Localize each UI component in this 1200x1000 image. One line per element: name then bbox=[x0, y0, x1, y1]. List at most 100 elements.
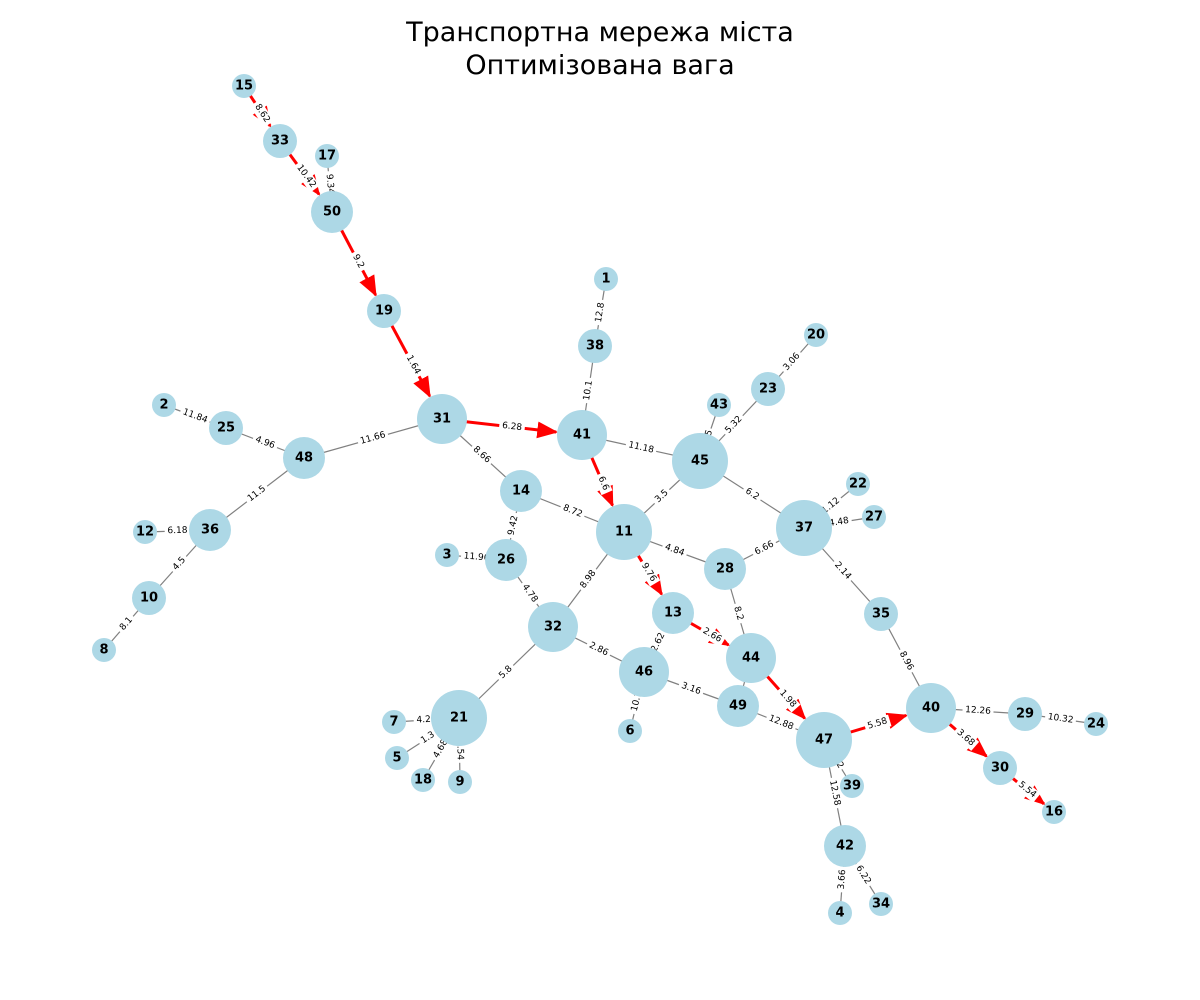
edge-weight-text: 6.18 bbox=[167, 526, 188, 537]
node-circle bbox=[557, 410, 607, 460]
edge-weight-label: 8.72 bbox=[558, 501, 587, 522]
edge-label-background bbox=[250, 432, 280, 454]
edge-label-background bbox=[650, 485, 674, 508]
node-circle bbox=[528, 602, 578, 652]
graph-node: 48 bbox=[283, 437, 325, 479]
edge-weight-label: 11.5 bbox=[243, 481, 271, 507]
edge-label-background bbox=[863, 714, 892, 734]
node-label: 48 bbox=[295, 451, 313, 466]
edge-label-background bbox=[164, 524, 191, 538]
node-circle bbox=[619, 647, 669, 697]
edge-label-background bbox=[494, 661, 518, 684]
node-circle bbox=[594, 267, 618, 291]
node-label: 33 bbox=[271, 134, 289, 149]
graph-node: 20 bbox=[804, 323, 828, 347]
edge-label-background bbox=[676, 679, 706, 699]
graph-node: 29 bbox=[1008, 697, 1042, 731]
node-circle bbox=[133, 520, 157, 544]
edge-weight-label: 6.28 bbox=[498, 419, 526, 435]
edge-weight-label: 8.2 bbox=[729, 602, 747, 625]
node-label: 44 bbox=[742, 651, 760, 666]
graph-node: 32 bbox=[528, 602, 578, 652]
edge-label-background bbox=[576, 565, 601, 594]
edge-label-background bbox=[467, 441, 496, 469]
edge-weight-text: 10.1 bbox=[582, 380, 595, 401]
node-circle bbox=[500, 470, 542, 512]
node-circle bbox=[311, 191, 353, 233]
edge-label-background bbox=[1013, 777, 1041, 803]
edge-weight-label: 4.78 bbox=[517, 579, 542, 608]
node-circle bbox=[411, 768, 435, 792]
edge-weight-label: 6.18 bbox=[164, 524, 191, 538]
edge-weight-label: 9.42 bbox=[504, 511, 523, 540]
node-label: 25 bbox=[217, 421, 235, 436]
graph-node: 13 bbox=[652, 592, 694, 634]
edge-weight-text: 12.26 bbox=[965, 705, 992, 717]
node-label: 7 bbox=[389, 715, 398, 730]
edge-weight-text: 5 bbox=[704, 429, 715, 438]
node-label: 13 bbox=[664, 606, 682, 621]
edge-label-background bbox=[243, 481, 271, 507]
node-label: 36 bbox=[201, 523, 219, 538]
edge-weight-label: 11.96 bbox=[460, 550, 493, 565]
edge-weight-text: 9.34 bbox=[324, 174, 336, 195]
node-label: 19 bbox=[375, 304, 393, 319]
node-circle bbox=[796, 712, 852, 768]
edge-weight-label: 9.76 bbox=[636, 558, 661, 587]
edge-label-background bbox=[401, 350, 425, 380]
edge-weight-label: 10.32 bbox=[1044, 710, 1077, 728]
edge-label-background bbox=[825, 514, 853, 531]
edge-label-background bbox=[416, 727, 440, 749]
edge-weight-label: 11.84 bbox=[178, 405, 212, 428]
edge-weight-text: 10.32 bbox=[1047, 712, 1074, 725]
node-label: 12 bbox=[136, 525, 154, 540]
node-circle bbox=[804, 323, 828, 347]
edge-label-background bbox=[624, 438, 658, 458]
edge-label-background bbox=[829, 557, 856, 585]
edge-label-background bbox=[584, 638, 613, 661]
node-label: 9 bbox=[455, 775, 464, 790]
edge-weight-label: 8.62 bbox=[249, 99, 275, 128]
graph-node: 16 bbox=[1042, 800, 1066, 824]
edge-weight-label: 1.3 bbox=[416, 727, 440, 749]
graph-node: 23 bbox=[751, 372, 785, 406]
edge-weight-label: 6.2 bbox=[740, 483, 764, 506]
node-label: 16 bbox=[1045, 805, 1063, 820]
edge-label-background bbox=[580, 376, 597, 405]
edge-label-background bbox=[697, 623, 727, 648]
graph-node: 4 bbox=[828, 901, 852, 925]
node-label: 17 bbox=[318, 149, 336, 164]
node-label: 35 bbox=[872, 607, 890, 622]
graph-node: 36 bbox=[189, 509, 231, 551]
graph-node: 31 bbox=[417, 394, 467, 444]
node-label: 1 bbox=[601, 272, 610, 287]
node-label: 4 bbox=[835, 906, 844, 921]
node-label: 2 bbox=[159, 398, 168, 413]
graph-node: 7 bbox=[382, 710, 406, 734]
edge-weight-label: 12.26 bbox=[962, 704, 994, 718]
edge-weight-label: 9.34 bbox=[322, 170, 337, 198]
edge-label-background bbox=[249, 99, 275, 128]
node-label: 40 bbox=[922, 701, 940, 716]
node-circle bbox=[726, 633, 776, 683]
node-circle bbox=[869, 892, 893, 916]
node-circle bbox=[824, 825, 866, 867]
node-label: 14 bbox=[512, 484, 530, 499]
node-circle bbox=[672, 433, 728, 489]
node-circle bbox=[1008, 697, 1042, 731]
edge-label-background bbox=[750, 537, 779, 560]
graph-node: 5 bbox=[385, 746, 409, 770]
edge-weight-label: 12.8 bbox=[592, 298, 609, 327]
edge-label-background bbox=[356, 428, 390, 449]
edge-weight-label: 8.96 bbox=[894, 646, 918, 676]
node-circle bbox=[448, 770, 472, 794]
node-circle bbox=[840, 774, 864, 798]
edge-label-background bbox=[592, 298, 609, 327]
node-label: 41 bbox=[573, 428, 591, 443]
node-circle bbox=[707, 393, 731, 417]
edge-label-background bbox=[498, 419, 526, 435]
graph-node: 49 bbox=[717, 685, 759, 727]
graph-node: 34 bbox=[869, 892, 893, 916]
edge-weight-label: 8.98 bbox=[576, 565, 601, 594]
node-label: 5 bbox=[392, 751, 401, 766]
